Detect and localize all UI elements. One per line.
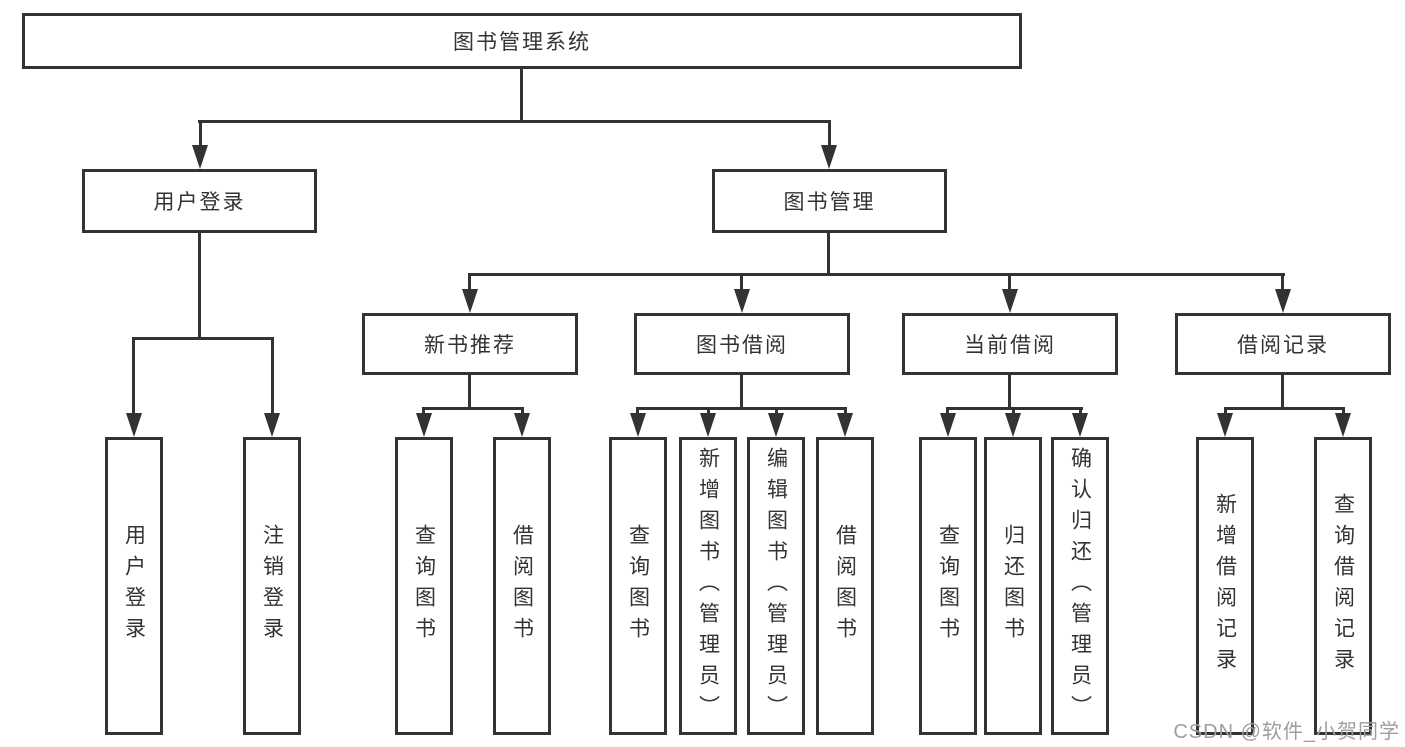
leaf-borrow-edit-book-admin: 编辑图书（管理员） — [747, 437, 805, 735]
leaf-newbook-borrow-book: 借阅图书 — [493, 437, 551, 735]
connector-arrowhead — [462, 289, 478, 313]
node-borrow-records: 借阅记录 — [1175, 313, 1391, 375]
connector-arrowhead — [630, 413, 646, 437]
connector-vline — [468, 273, 471, 289]
node-book-borrow: 图书借阅 — [634, 313, 850, 375]
leaf-current-confirm-return-admin: 确认归还（管理员） — [1051, 437, 1109, 735]
connector-arrowhead — [768, 413, 784, 437]
connector-vline — [740, 375, 743, 407]
connector-arrowhead — [1335, 413, 1351, 437]
connector-vline — [468, 375, 471, 407]
connector-vline — [1008, 273, 1011, 289]
connector-vline — [740, 273, 743, 289]
connector-arrowhead — [1002, 289, 1018, 313]
connector-hline — [132, 337, 274, 340]
connector-vline — [844, 407, 847, 413]
connector-arrowhead — [1275, 289, 1291, 313]
connector-vline — [775, 407, 778, 413]
leaf-borrow-query-book: 查询图书 — [609, 437, 667, 735]
connector-arrowhead — [940, 413, 956, 437]
connector-vline — [1012, 407, 1015, 413]
leaf-records-query-record: 查询借阅记录 — [1314, 437, 1372, 735]
connector-vline — [132, 337, 135, 413]
node-library-system: 图书管理系统 — [22, 13, 1022, 69]
connector-vline — [1008, 375, 1011, 407]
connector-vline — [1224, 407, 1227, 413]
leaf-current-query-book: 查询图书 — [919, 437, 977, 735]
leaf-user-login: 用户登录 — [105, 437, 163, 735]
leaf-current-return-book: 归还图书 — [984, 437, 1042, 735]
connector-arrowhead — [734, 289, 750, 313]
connector-vline — [520, 69, 523, 120]
connector-arrowhead — [1217, 413, 1233, 437]
connector-vline — [271, 337, 274, 413]
connector-arrowhead — [514, 413, 530, 437]
connector-hline — [422, 407, 524, 410]
connector-vline — [1079, 407, 1082, 413]
leaf-newbook-query-book: 查询图书 — [395, 437, 453, 735]
leaf-borrow-add-book-admin: 新增图书（管理员） — [679, 437, 737, 735]
connector-vline — [828, 120, 831, 145]
node-new-book-recommend: 新书推荐 — [362, 313, 578, 375]
connector-hline — [198, 120, 831, 123]
connector-hline — [468, 273, 1285, 276]
connector-vline — [1281, 273, 1284, 289]
connector-vline — [827, 233, 830, 273]
connector-vline — [422, 407, 425, 413]
csdn-watermark: CSDN @软件_小贺同学 — [1173, 721, 1400, 743]
connector-arrowhead — [126, 413, 142, 437]
connector-vline — [1342, 407, 1345, 413]
connector-hline — [636, 407, 847, 410]
connector-vline — [946, 407, 949, 413]
connector-arrowhead — [837, 413, 853, 437]
connector-arrowhead — [1072, 413, 1088, 437]
connector-vline — [521, 407, 524, 413]
leaf-logout: 注销登录 — [243, 437, 301, 735]
node-book-management: 图书管理 — [712, 169, 947, 233]
connector-arrowhead — [821, 145, 837, 169]
node-user-login: 用户登录 — [82, 169, 317, 233]
leaf-borrow-borrow-book: 借阅图书 — [816, 437, 874, 735]
connector-arrowhead — [700, 413, 716, 437]
connector-vline — [199, 120, 202, 145]
connector-arrowhead — [416, 413, 432, 437]
connector-arrowhead — [264, 413, 280, 437]
connector-vline — [636, 407, 639, 413]
node-current-borrow: 当前借阅 — [902, 313, 1118, 375]
connector-arrowhead — [1005, 413, 1021, 437]
connector-arrowhead — [192, 145, 208, 169]
leaf-records-add-record: 新增借阅记录 — [1196, 437, 1254, 735]
connector-vline — [707, 407, 710, 413]
connector-hline — [1224, 407, 1345, 410]
connector-vline — [198, 233, 201, 337]
connector-vline — [1281, 375, 1284, 407]
